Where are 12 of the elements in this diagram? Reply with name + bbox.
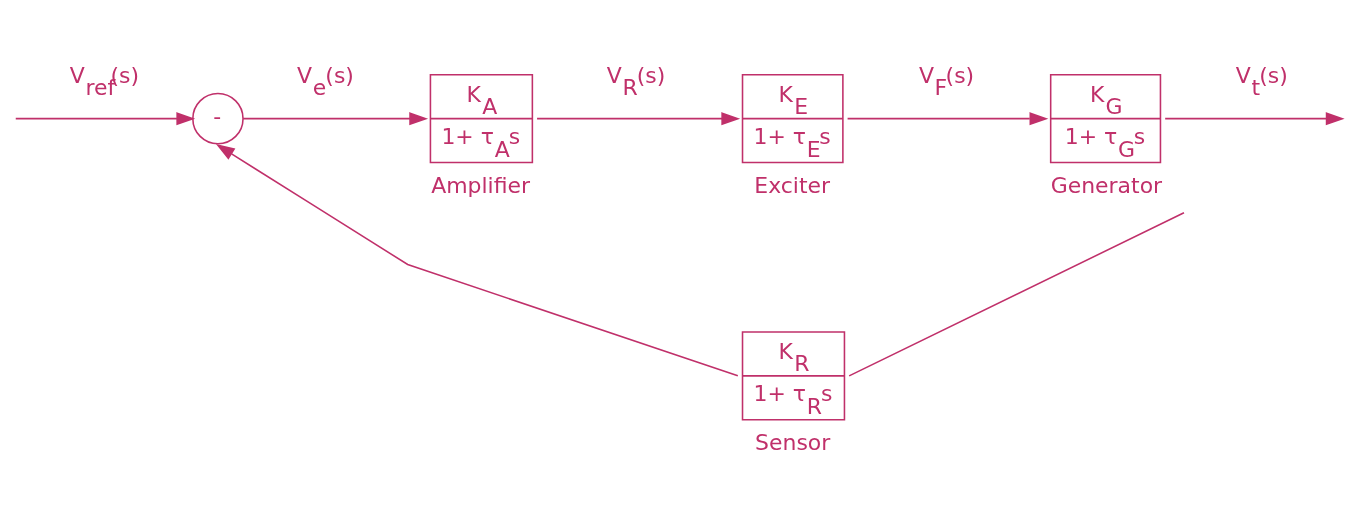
arrow <box>14 111 196 125</box>
arrow <box>242 111 429 125</box>
node-circle: - <box>192 92 244 145</box>
node-label: Generator <box>1050 172 1163 198</box>
arrow <box>846 111 1049 125</box>
arrow <box>215 143 739 377</box>
connector <box>848 211 1185 377</box>
arrow <box>1164 111 1345 125</box>
node-label: Exciter <box>754 172 831 198</box>
node-label: Sensor <box>755 429 831 455</box>
arrow <box>536 111 741 125</box>
node-label: Amplifier <box>431 172 531 198</box>
